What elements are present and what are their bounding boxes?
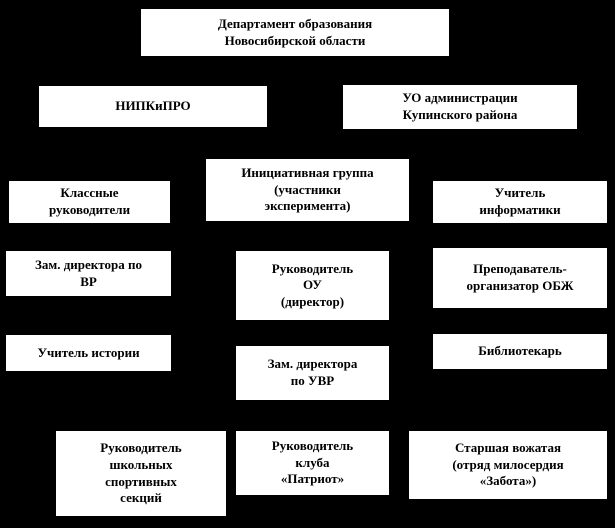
node-librarian: Библиотекарь: [432, 333, 608, 370]
node-librarian-label: Библиотекарь: [478, 343, 562, 359]
node-deputy-director-vr-label: Зам. директора по ВР: [35, 256, 142, 289]
node-history-teacher-label: Учитель истории: [37, 344, 140, 360]
node-informatics-teacher-label: Учитель информатики: [479, 185, 561, 217]
node-school-head-label: Руководитель ОУ (директор): [271, 260, 354, 309]
node-deputy-director-vr: Зам. директора по ВР: [5, 250, 172, 297]
node-patriot-club-head-label: Руководитель клуба «Патриот»: [271, 438, 354, 487]
node-class-teachers: Классные руководители: [8, 180, 171, 224]
node-department-of-education-label: Департамент образования Новосибирской об…: [217, 15, 373, 48]
node-uo-administration-label: УО администрации Купинского района: [402, 90, 518, 122]
node-department-of-education: Департамент образования Новосибирской об…: [140, 8, 450, 57]
node-class-teachers-label: Классные руководители: [48, 185, 131, 217]
node-initiative-group-label: Инициативная группа (участники экспериме…: [241, 165, 374, 214]
node-deputy-director-uvr-label: Зам. директора по УВР: [267, 356, 358, 388]
node-senior-counselor: Старшая вожатая (отряд милосердия «Забот…: [408, 430, 608, 500]
node-history-teacher: Учитель истории: [5, 334, 172, 372]
node-initiative-group: Инициативная группа (участники экспериме…: [205, 158, 410, 222]
node-patriot-club-head: Руководитель клуба «Патриот»: [235, 430, 390, 496]
node-sports-sections-head-label: Руководитель школьных спортивных секций: [100, 440, 182, 506]
node-nipkipro-label: НИПКиПРО: [115, 98, 191, 114]
node-deputy-director-uvr: Зам. директора по УВР: [235, 345, 390, 401]
node-uo-administration: УО администрации Купинского района: [342, 84, 578, 130]
node-nipkipro: НИПКиПРО: [38, 85, 268, 128]
node-sports-sections-head: Руководитель школьных спортивных секций: [55, 430, 227, 517]
node-obzh-organizer: Преподаватель- организатор ОБЖ: [432, 247, 608, 309]
node-obzh-organizer-label: Преподаватель- организатор ОБЖ: [466, 261, 574, 293]
node-school-head: Руководитель ОУ (директор): [235, 250, 390, 321]
node-senior-counselor-label: Старшая вожатая (отряд милосердия «Забот…: [452, 440, 564, 489]
node-informatics-teacher: Учитель информатики: [432, 180, 608, 224]
